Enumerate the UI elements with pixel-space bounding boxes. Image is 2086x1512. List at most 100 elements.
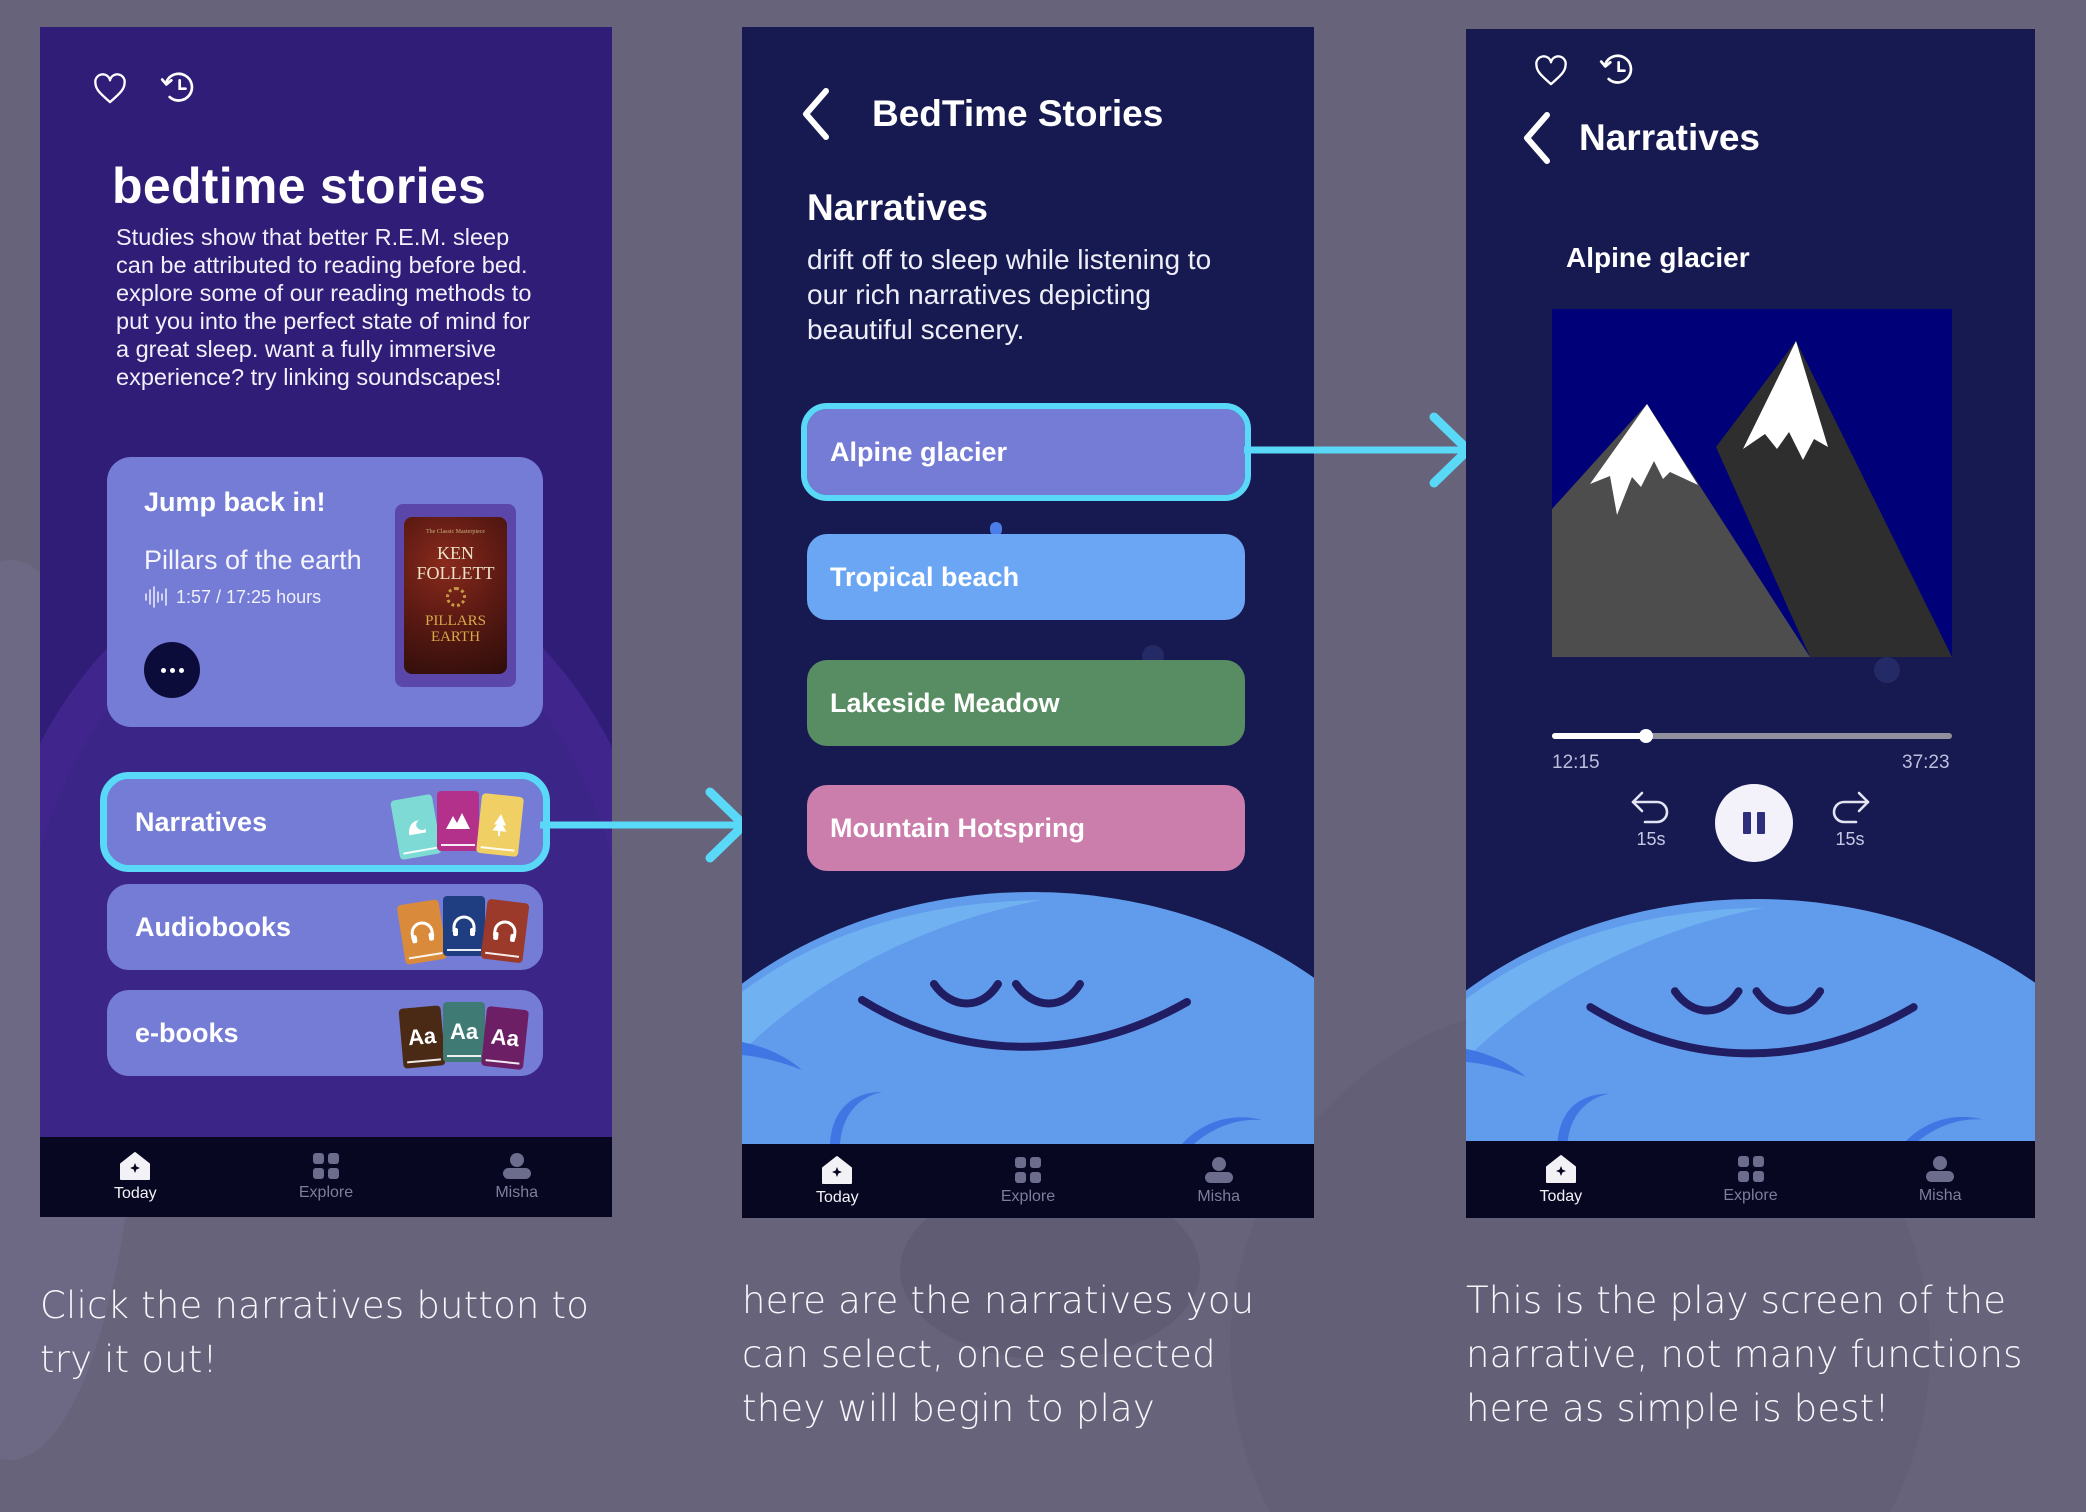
nav-label: Misha — [495, 1184, 539, 1201]
nav-explore[interactable]: Explore — [1656, 1141, 1846, 1218]
dot — [160, 667, 166, 673]
forward-15-button[interactable]: 15s — [1828, 789, 1872, 850]
cover-title-line: PILLARS — [425, 613, 486, 629]
narrative-alpine-glacier[interactable]: Alpine glacier — [801, 403, 1251, 501]
narrative-label: Mountain Hotspring — [830, 813, 1085, 843]
more-options-button[interactable] — [144, 642, 200, 698]
bottom-nav: Today Explore Misha — [1466, 1141, 2035, 1218]
elapsed-time: 12:15 — [1552, 752, 1600, 773]
nav-label: Today — [1539, 1187, 1583, 1205]
back-chevron-icon[interactable] — [1521, 111, 1553, 165]
progress-fill — [1552, 733, 1646, 739]
dot — [169, 667, 175, 673]
section-description: drift off to sleep while listening to ou… — [807, 244, 1212, 345]
cover-emblem — [446, 587, 466, 607]
text-book-icon: Aa — [480, 1005, 530, 1071]
text-book-icon: Aa — [398, 1005, 446, 1069]
nav-today[interactable]: Today — [1466, 1141, 1656, 1218]
page-title: bedtime stories — [112, 158, 487, 214]
nav-label: Explore — [298, 1184, 354, 1201]
audio-wave-icon — [145, 586, 167, 608]
caption-step-3: This is the play screen of the narrative… — [1466, 1279, 2023, 1430]
forward-icon — [1832, 791, 1870, 824]
home-icon — [120, 1152, 151, 1180]
decorative-dot — [990, 522, 1002, 536]
flow-arrow-icon — [1244, 412, 1473, 488]
headphones-book-icon — [480, 898, 530, 964]
rewind-label: 15s — [1636, 829, 1666, 849]
narrative-label: Tropical beach — [830, 562, 1020, 592]
narrative-books-icon — [390, 791, 525, 861]
progress-knob[interactable] — [1639, 729, 1653, 743]
track-artwork — [1552, 309, 1952, 657]
pause-bar — [1757, 812, 1765, 834]
nav-label: Explore — [1723, 1186, 1778, 1204]
page-description: Studies show that better R.E.M. sleep ca… — [116, 224, 532, 390]
nav-profile[interactable]: Misha — [421, 1137, 612, 1217]
nav-profile[interactable]: Misha — [1123, 1144, 1314, 1218]
caption-step-1: Click the narratives button to try it ou… — [40, 1284, 590, 1381]
pause-button[interactable] — [1715, 784, 1793, 862]
narrative-lakeside-meadow[interactable]: Lakeside Meadow — [807, 660, 1245, 746]
back-chevron-icon[interactable] — [800, 87, 832, 141]
grid-icon — [1737, 1155, 1764, 1182]
nav-profile[interactable]: Misha — [1845, 1141, 2035, 1218]
dot — [178, 667, 184, 673]
nav-explore[interactable]: Explore — [231, 1137, 422, 1217]
playback-progress-slider[interactable] — [1552, 729, 1952, 743]
screen-header: BedTime Stories — [800, 87, 1163, 141]
progress-text: 1:57 / 17:25 hours — [176, 586, 322, 607]
book-cover-frame[interactable]: The Classic Masterpiece KEN FOLLETT PILL… — [395, 504, 516, 687]
pause-bar — [1743, 812, 1751, 834]
nav-label: Explore — [1000, 1188, 1056, 1205]
headphones-book-icon — [443, 896, 485, 956]
screen-title: Narratives — [1579, 117, 1761, 158]
cover-tagline: The Classic Masterpiece — [426, 529, 485, 535]
user-icon — [1926, 1155, 1955, 1182]
home-screen: bedtime stories Studies show that better… — [40, 27, 612, 1217]
sleeping-face-icon — [1466, 907, 1984, 1144]
category-audiobooks-button[interactable]: Audiobooks — [107, 884, 543, 970]
nav-today[interactable]: Today — [40, 1137, 231, 1217]
heart-icon[interactable] — [90, 69, 130, 109]
category-label: e-books — [135, 1018, 239, 1048]
category-label: Narratives — [135, 807, 268, 837]
category-narratives-button[interactable]: Narratives — [100, 772, 550, 872]
jump-back-title: Jump back in! — [144, 487, 326, 517]
book-cover-image: The Classic Masterpiece KEN FOLLETT PILL… — [404, 517, 507, 674]
wave-book-icon — [390, 793, 442, 861]
track-title: Alpine glacier — [1566, 242, 1750, 273]
narrative-label: Alpine glacier — [830, 437, 1008, 467]
screen-title: BedTime Stories — [872, 93, 1164, 134]
decorative-dot — [1874, 657, 1900, 683]
flow-arrow-icon — [540, 787, 749, 863]
nav-label: Misha — [1197, 1188, 1241, 1205]
nav-today[interactable]: Today — [742, 1144, 933, 1218]
heart-icon[interactable] — [1531, 51, 1571, 91]
mountain-book-icon — [437, 791, 479, 851]
mountains-artwork-icon — [1552, 341, 1952, 657]
tree-book-icon — [475, 792, 525, 858]
narrative-mountain-hotspring[interactable]: Mountain Hotspring — [807, 785, 1245, 871]
history-icon[interactable] — [1597, 49, 1637, 89]
cover-author: KEN FOLLETT — [404, 543, 507, 583]
sleeping-face-icon — [742, 900, 1262, 1144]
rewind-icon — [1631, 791, 1669, 824]
headphones-book-icon — [396, 899, 448, 965]
jump-back-card[interactable]: Jump back in! Pillars of the earth 1:57 … — [107, 457, 543, 727]
cover-title: PILLARS EARTH — [404, 613, 507, 645]
audiobook-books-icon — [393, 896, 530, 965]
bottom-nav: Today Explore Misha — [742, 1144, 1314, 1218]
total-time: 37:23 — [1902, 752, 1950, 773]
ebook-books-icon: Aa Aa Aa — [393, 1002, 530, 1071]
forward-label: 15s — [1835, 829, 1865, 849]
rewind-15-button[interactable]: 15s — [1629, 789, 1673, 850]
history-icon[interactable] — [158, 67, 198, 107]
listening-progress: 1:57 / 17:25 hours — [144, 585, 321, 609]
nav-explore[interactable]: Explore — [933, 1144, 1124, 1218]
nav-label: Today — [113, 1185, 157, 1202]
grid-icon — [313, 1153, 339, 1179]
narrative-tropical-beach[interactable]: Tropical beach — [807, 534, 1245, 620]
category-ebooks-button[interactable]: e-books Aa Aa Aa — [107, 990, 543, 1076]
narrative-label: Lakeside Meadow — [830, 688, 1060, 718]
